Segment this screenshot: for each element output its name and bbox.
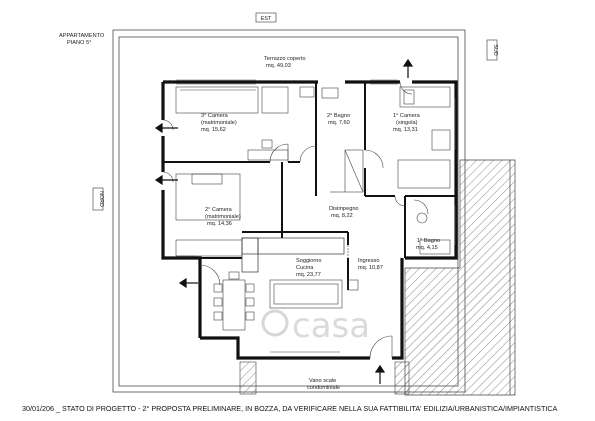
soggiorno-name: Soggiorno (296, 258, 322, 264)
camera2-name: 2° Camera (205, 207, 233, 213)
camera1-type: (singola) (396, 120, 418, 126)
bagno1-name: 1° Bagno (417, 238, 440, 244)
watermark-text: casa (292, 306, 370, 346)
compass-east: EST (261, 16, 272, 22)
exterior-walls (161, 80, 458, 360)
kitchen-counter (241, 237, 345, 273)
terrazzo-area: mq. 49,03 (266, 63, 291, 69)
watermark-logo: casa (261, 306, 370, 346)
camera3-area: mq. 15,62 (201, 127, 226, 133)
windows (176, 79, 459, 257)
soggiorno-area: mq. 23,77 (296, 272, 321, 278)
compass-north: NORD (98, 191, 104, 207)
furniture (175, 86, 451, 353)
ingresso-name: Ingresso (358, 258, 379, 264)
terrazzo-name: Terrazzo coperto (264, 56, 306, 62)
header-line2: PIANO 5° (67, 40, 91, 46)
vano-scale-name: Vano scale (309, 378, 336, 384)
caption: 30/01/206 _ STATO DI PROGETTO - 2° PROPO… (22, 404, 558, 413)
camera2-type: (matrimoniale) (205, 214, 241, 220)
neighbour-hatch (404, 159, 516, 396)
ingresso-area: mq. 10,87 (358, 265, 383, 271)
vano-scale-type: condominiale (307, 385, 340, 391)
room-labels: Terrazzo coperto mq. 49,03 3° Camera (ma… (201, 56, 440, 391)
compass-labels: EST SUD NORD (92, 12, 498, 211)
interior-walls (163, 82, 456, 290)
camera2-area: mq. 14,36 (207, 221, 232, 227)
camera1-name: 1° Camera (393, 113, 421, 119)
camera3-name: 3° Camera (201, 113, 229, 119)
camera1-area: mq. 13,31 (393, 127, 418, 133)
disimpegno-area: mq. 8,22 (331, 213, 353, 219)
disimpegno-name: Disimpegno (329, 206, 359, 212)
camera3-type: (matrimoniale) (201, 120, 237, 126)
access-arrows (154, 58, 414, 384)
doors (162, 81, 429, 359)
bagno2-area: mq. 7,60 (328, 120, 350, 126)
cucina-name: Cucina (296, 265, 314, 271)
header-line1: APPARTAMENTO (59, 33, 105, 39)
compass-south: SUD (492, 44, 498, 55)
bagno2-name: 2° Bagno (327, 113, 350, 119)
stair-hall-hatch (239, 361, 410, 395)
bagno1-area: mq. 4,15 (416, 245, 438, 251)
